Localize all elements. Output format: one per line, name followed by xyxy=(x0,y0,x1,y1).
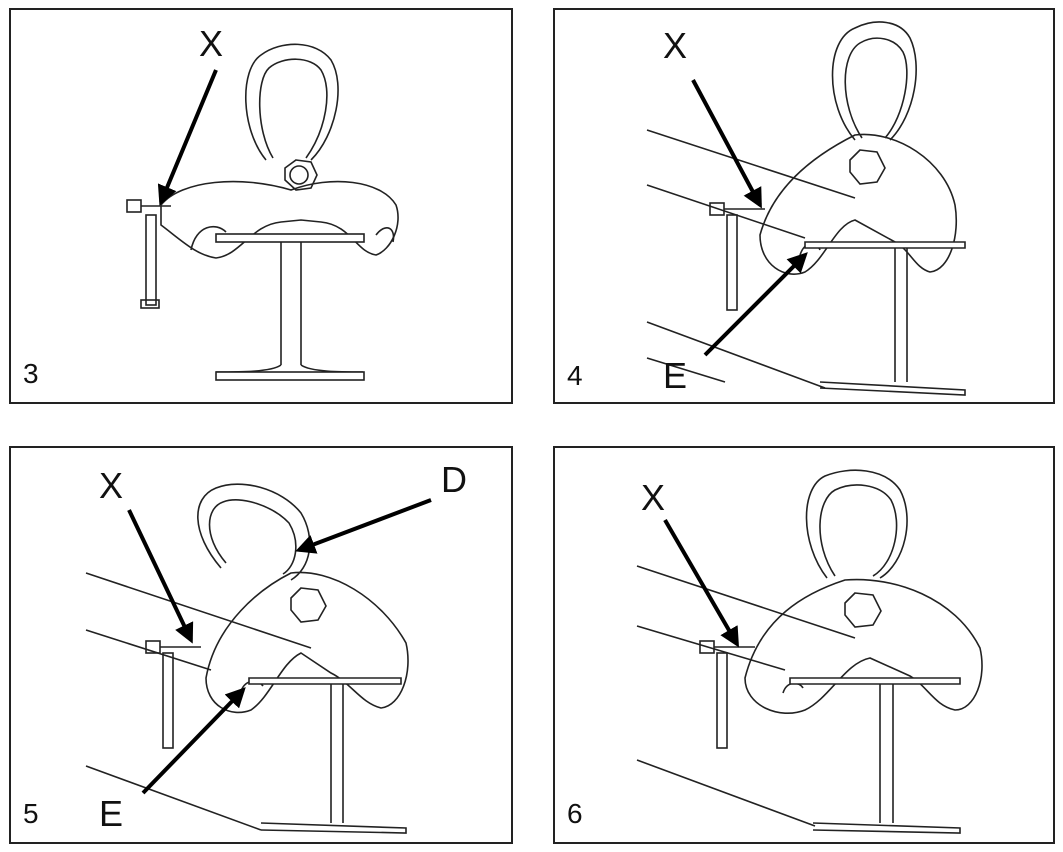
step-number: 4 xyxy=(567,360,583,391)
shackle-bow xyxy=(831,21,917,141)
beam-bottom-flange xyxy=(812,822,961,834)
label-d: D xyxy=(441,459,467,500)
step-6-panel: X 6 xyxy=(553,446,1055,844)
beam-top-flange xyxy=(789,677,961,685)
locking-screw xyxy=(162,652,174,749)
label-x: X xyxy=(663,25,688,66)
clamp-body xyxy=(205,571,409,714)
locking-screw xyxy=(726,214,738,311)
beam-top-flange xyxy=(804,241,966,249)
arrow-e xyxy=(141,687,246,795)
label-x: X xyxy=(99,465,124,506)
locking-screw xyxy=(145,214,157,306)
locking-screw xyxy=(716,652,728,749)
hex-nut xyxy=(844,592,882,628)
beam-web xyxy=(280,242,302,365)
step-5-panel: X D E 5 xyxy=(9,446,513,844)
arrow-x xyxy=(663,518,740,648)
beam-bottom-flange xyxy=(215,371,365,381)
arrow-x xyxy=(157,69,218,206)
step-6-illustration xyxy=(636,469,983,834)
beam-top-flange xyxy=(248,677,402,685)
label-x: X xyxy=(641,477,666,518)
beam-bottom-flange xyxy=(260,822,407,834)
hex-nut xyxy=(290,587,327,623)
shackle-bow xyxy=(805,469,908,579)
step-4-panel: X E 4 xyxy=(553,8,1055,404)
shackle-bow xyxy=(245,43,339,161)
hex-nut xyxy=(849,149,886,185)
step-number: 3 xyxy=(23,358,39,389)
clamp-body xyxy=(160,180,399,259)
clamp-body xyxy=(744,578,983,714)
step-3-illustration xyxy=(126,43,399,381)
step-number: 5 xyxy=(23,798,39,829)
step-5-illustration xyxy=(85,483,432,834)
arrow-e xyxy=(703,252,808,357)
step-number: 6 xyxy=(567,798,583,829)
label-x: X xyxy=(199,23,224,64)
step-4-illustration xyxy=(646,21,966,396)
hex-nut xyxy=(284,159,318,191)
beam-bottom-flange xyxy=(819,381,966,396)
arrow-x xyxy=(691,79,762,209)
label-e: E xyxy=(663,355,688,396)
clamp-body xyxy=(759,133,958,275)
arrow-x xyxy=(127,509,194,644)
step-3-panel: X 3 xyxy=(9,8,513,404)
arrow-d xyxy=(295,498,432,554)
label-e: E xyxy=(99,793,124,834)
beam-top-flange xyxy=(215,233,365,243)
